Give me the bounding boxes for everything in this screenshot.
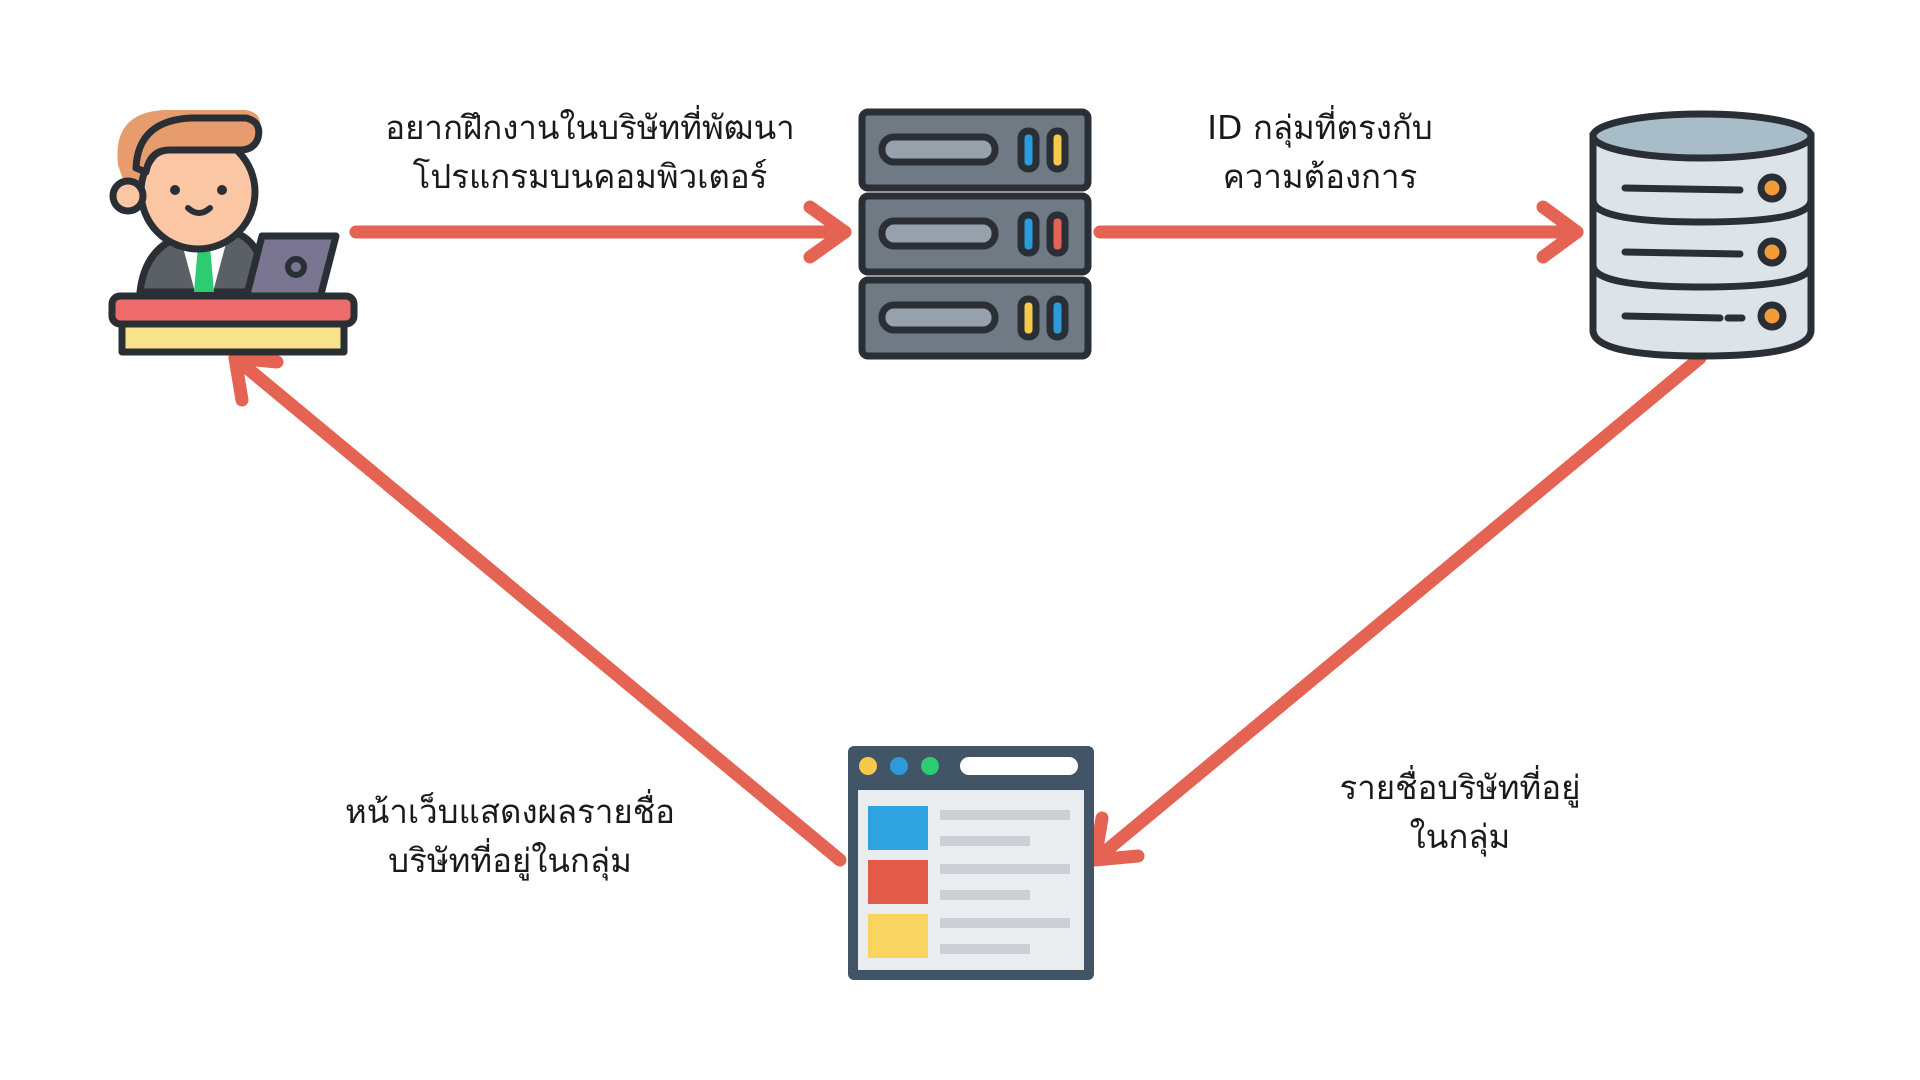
- arrow-user-to-server: [349, 200, 852, 264]
- edge-label-line: หน้าเว็บแสดงผลรายชื่อ: [345, 792, 675, 831]
- edge-label-line: รายชื่อบริษัทที่อยู่: [1339, 768, 1581, 807]
- browser-window-icon: [848, 746, 1094, 980]
- arrow-server-to-database: [1093, 200, 1584, 264]
- arrow-database-to-webpage: [1088, 351, 1707, 867]
- server-unit: [858, 108, 1092, 192]
- edge-label-line: ในกลุ่ม: [1409, 817, 1511, 856]
- arrow-webpage-to-user: [228, 351, 847, 867]
- edge-label-user-to-server: อยากฝึกงานในบริษัทที่พัฒนา โปรแกรมบนคอมพ…: [360, 103, 820, 201]
- person-laptop-icon: [108, 110, 358, 356]
- server-unit: [858, 192, 1092, 276]
- edge-label-line: ความต้องการ: [1222, 157, 1418, 196]
- edge-label-database-to-webpage: รายชื่อบริษัทที่อยู่ ในกลุ่ม: [1310, 763, 1610, 861]
- server-unit: [858, 276, 1092, 360]
- database-icon: [1589, 110, 1815, 360]
- edge-label-line: โปรแกรมบนคอมพิวเตอร์: [412, 157, 768, 196]
- server-rack-icon: [858, 108, 1092, 360]
- edge-label-webpage-to-user: หน้าเว็บแสดงผลรายชื่อ บริษัทที่อยู่ในกลุ…: [330, 787, 690, 885]
- edge-label-line: ID กลุ่มที่ตรงกับ: [1207, 108, 1433, 147]
- edge-label-server-to-database: ID กลุ่มที่ตรงกับ ความต้องการ: [1160, 103, 1480, 201]
- edge-label-line: อยากฝึกงานในบริษัทที่พัฒนา: [385, 108, 795, 147]
- edge-label-line: บริษัทที่อยู่ในกลุ่ม: [388, 841, 632, 880]
